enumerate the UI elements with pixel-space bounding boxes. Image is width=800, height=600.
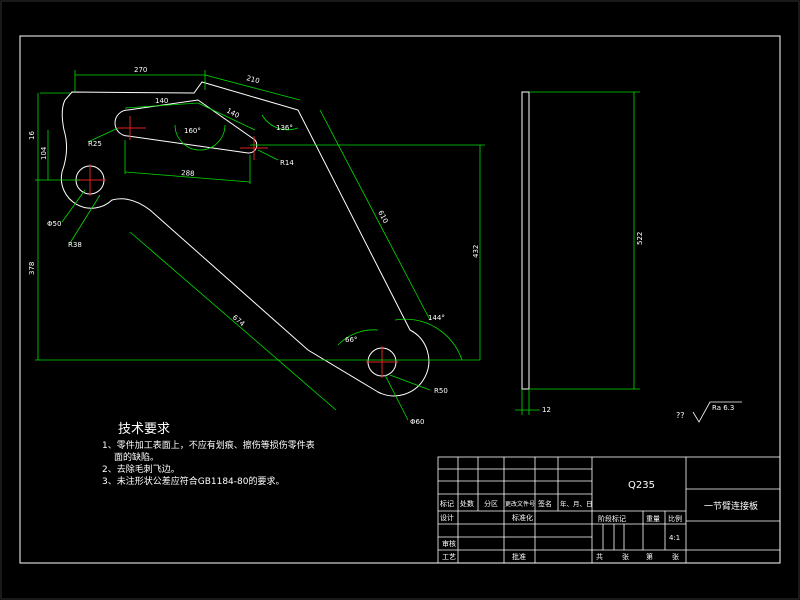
dim-610: 610: [376, 209, 389, 225]
angle-136: 136°: [276, 124, 293, 132]
surface-note: ??: [676, 411, 685, 420]
angle-66: 66°: [345, 336, 357, 344]
tb-label-review: 审核: [442, 539, 456, 548]
tb-label-mark: 标记: [440, 499, 454, 508]
radius-50: R50: [434, 387, 448, 395]
dia-50: Φ50: [47, 220, 61, 228]
tb-label-scale: 比例: [668, 514, 682, 523]
radius-14: R14: [280, 159, 294, 167]
dim-378: 378: [28, 262, 36, 275]
tb-sheets-no: 第: [646, 552, 653, 561]
tb-label-zone: 分区: [484, 499, 498, 508]
dia-60: Φ60: [410, 418, 424, 426]
radius-25: R25: [88, 140, 102, 148]
dim-16: 16: [28, 131, 36, 140]
tech-requirements: 技术要求 1、零件加工表面上，不应有划痕、擦伤等损伤零件表 面的缺陷。 2、去除…: [102, 422, 315, 487]
dim-210: 210: [245, 74, 260, 85]
surface-finish-value: Ra 6.3: [712, 404, 734, 412]
angle-144: 144°: [428, 314, 445, 322]
dim-140-b: 140: [225, 107, 241, 120]
tb-label-sign: 签名: [538, 499, 552, 508]
tech-req-item-1b: 面的缺陷。: [114, 451, 159, 463]
tb-label-approve: 批准: [512, 552, 526, 561]
material: Q235: [628, 480, 655, 491]
dim-522: 522: [636, 232, 644, 245]
title-block: [437, 456, 781, 564]
tb-label-date: 年、月、日: [560, 499, 593, 508]
radius-38: R38: [68, 241, 82, 249]
tb-sheets-total: 共: [596, 552, 603, 561]
dim-288: 288: [181, 169, 195, 178]
dim-140-a: 140: [155, 97, 168, 105]
scale-value: 4:1: [669, 534, 680, 542]
tb-sheets-unit-1: 张: [622, 552, 629, 561]
part-name: 一节臂连接板: [704, 500, 758, 512]
surface-finish: ?? Ra 6.3: [676, 401, 742, 423]
dim-104: 104: [40, 146, 48, 160]
dim-270: 270: [134, 66, 147, 74]
dim-432: 432: [472, 245, 480, 258]
tb-label-weight: 重量: [646, 515, 660, 523]
tb-label-count: 处数: [460, 499, 474, 508]
tech-req-item-1: 1、零件加工表面上，不应有划痕、擦伤等损伤零件表: [102, 439, 315, 451]
tech-req-item-3: 3、未注形状公差应符合GB1184-80的要求。: [102, 475, 284, 487]
tb-sheets-unit-2: 张: [672, 552, 679, 561]
tech-req-item-2: 2、去除毛刺飞边。: [102, 463, 180, 475]
tb-label-standardize: 标准化: [512, 513, 533, 522]
tb-label-stage: 阶段标记: [598, 514, 626, 523]
drawing-frame: [19, 35, 781, 564]
dim-12: 12: [542, 406, 551, 414]
tb-label-change-doc: 更改文件号: [505, 500, 535, 508]
tb-label-design: 设计: [440, 513, 454, 522]
tb-label-process: 工艺: [442, 553, 456, 561]
angle-160: 160°: [184, 127, 201, 135]
dimension-lines: [35, 70, 640, 421]
tech-req-title: 技术要求: [118, 422, 170, 437]
